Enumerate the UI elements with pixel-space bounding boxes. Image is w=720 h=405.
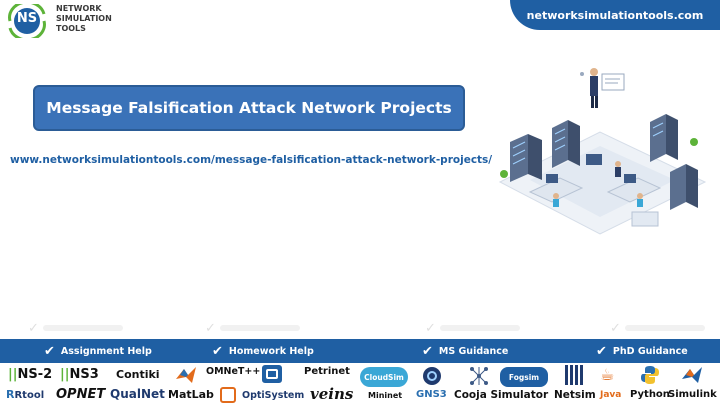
ghost-item-2: ✓ — [205, 320, 325, 336]
ghost-item-4: ✓ — [610, 320, 720, 336]
java-cup-icon: ☕ — [600, 365, 615, 384]
edit-icon — [220, 387, 236, 403]
tool-mininet[interactable]: Mininet — [368, 391, 403, 400]
check-icon: ✔ — [44, 343, 55, 359]
check-icon: ✔ — [596, 343, 607, 359]
tool-optisystem[interactable]: OptiSystem — [242, 390, 305, 401]
service-homework-help[interactable]: ✔ Homework Help — [212, 339, 314, 363]
check-icon: ✔ — [212, 343, 223, 359]
gns3-icon — [423, 367, 441, 385]
service-label: Homework Help — [228, 345, 314, 357]
ns2-icon: || — [8, 367, 18, 382]
ghost-item-1: ✓ — [28, 320, 148, 336]
tool-petrinet[interactable]: Petrinet — [304, 366, 350, 377]
r-logo-icon: R — [6, 388, 15, 401]
brand-logo[interactable]: NS NETWORK SIMULATION TOOLS — [4, 2, 124, 38]
optisystem-icon — [262, 365, 282, 383]
tool-opnet[interactable]: OPNET — [56, 387, 106, 402]
logo-badge-text: NS — [16, 11, 38, 26]
python-icon — [641, 366, 659, 384]
service-assignment-help[interactable]: ✔ Assignment Help — [44, 339, 152, 363]
tool-gns3[interactable]: GNS3 — [416, 389, 447, 400]
tool-simulink[interactable]: Simulink — [668, 389, 717, 400]
ns-logo-icon — [8, 4, 46, 38]
check-icon: ✔ — [422, 343, 433, 359]
service-phd-guidance[interactable]: ✔ PhD Guidance — [596, 339, 688, 363]
ns3-icon: || — [60, 367, 70, 382]
service-label: Assignment Help — [60, 345, 152, 357]
netsim-icon — [565, 365, 583, 385]
logo-line-2: SIMULATION — [56, 14, 112, 23]
tool-rtool[interactable]: RRtool — [6, 388, 45, 401]
tool-cooja-simulator[interactable]: Cooja Simulator — [454, 389, 549, 401]
tool-python[interactable]: Python — [630, 389, 670, 400]
logo-line-1: NETWORK — [56, 4, 102, 13]
tool-java[interactable]: Java — [600, 390, 622, 400]
tool-contiki[interactable]: Contiki — [116, 368, 160, 381]
page-url-link[interactable]: www.networksimulationtools.com/message-f… — [10, 154, 493, 166]
service-label: PhD Guidance — [612, 345, 688, 357]
simulink-icon — [682, 367, 702, 383]
tool-omnetpp[interactable]: OMNeT++ — [206, 366, 261, 377]
network-datacenter-illustration — [498, 68, 707, 235]
tool-cloudsim[interactable]: CloudSim — [360, 367, 408, 387]
service-label: MS Guidance — [438, 345, 509, 357]
logo-wordmark: NETWORK SIMULATION TOOLS — [56, 4, 112, 34]
site-url-link[interactable]: networksimulationtools.com — [510, 0, 720, 30]
services-bar: ✔ Assignment Help ✔ Homework Help ✔ MS G… — [0, 339, 720, 363]
matlab-icon — [176, 367, 196, 383]
page-title: Message Falsification Attack Network Pro… — [33, 85, 465, 131]
tool-fogsim[interactable]: Fogsim — [500, 367, 548, 387]
tool-veins[interactable]: veins — [310, 385, 354, 403]
tool-qualnet[interactable]: QualNet — [110, 387, 165, 401]
tool-matlab[interactable]: MatLab — [168, 388, 214, 401]
simulation-tools-strip: ||NS-2 ||NS3 Contiki OMNeT++ Petrinet Cl… — [0, 363, 720, 405]
tool-netsim[interactable]: Netsim — [554, 389, 596, 401]
cooja-network-icon — [470, 367, 488, 385]
service-ms-guidance[interactable]: ✔ MS Guidance — [422, 339, 508, 363]
logo-line-3: TOOLS — [56, 24, 86, 33]
tool-ns2[interactable]: ||NS-2 — [8, 367, 53, 382]
ghost-item-3: ✓ — [425, 320, 545, 336]
tool-ns3[interactable]: ||NS3 — [60, 367, 99, 382]
